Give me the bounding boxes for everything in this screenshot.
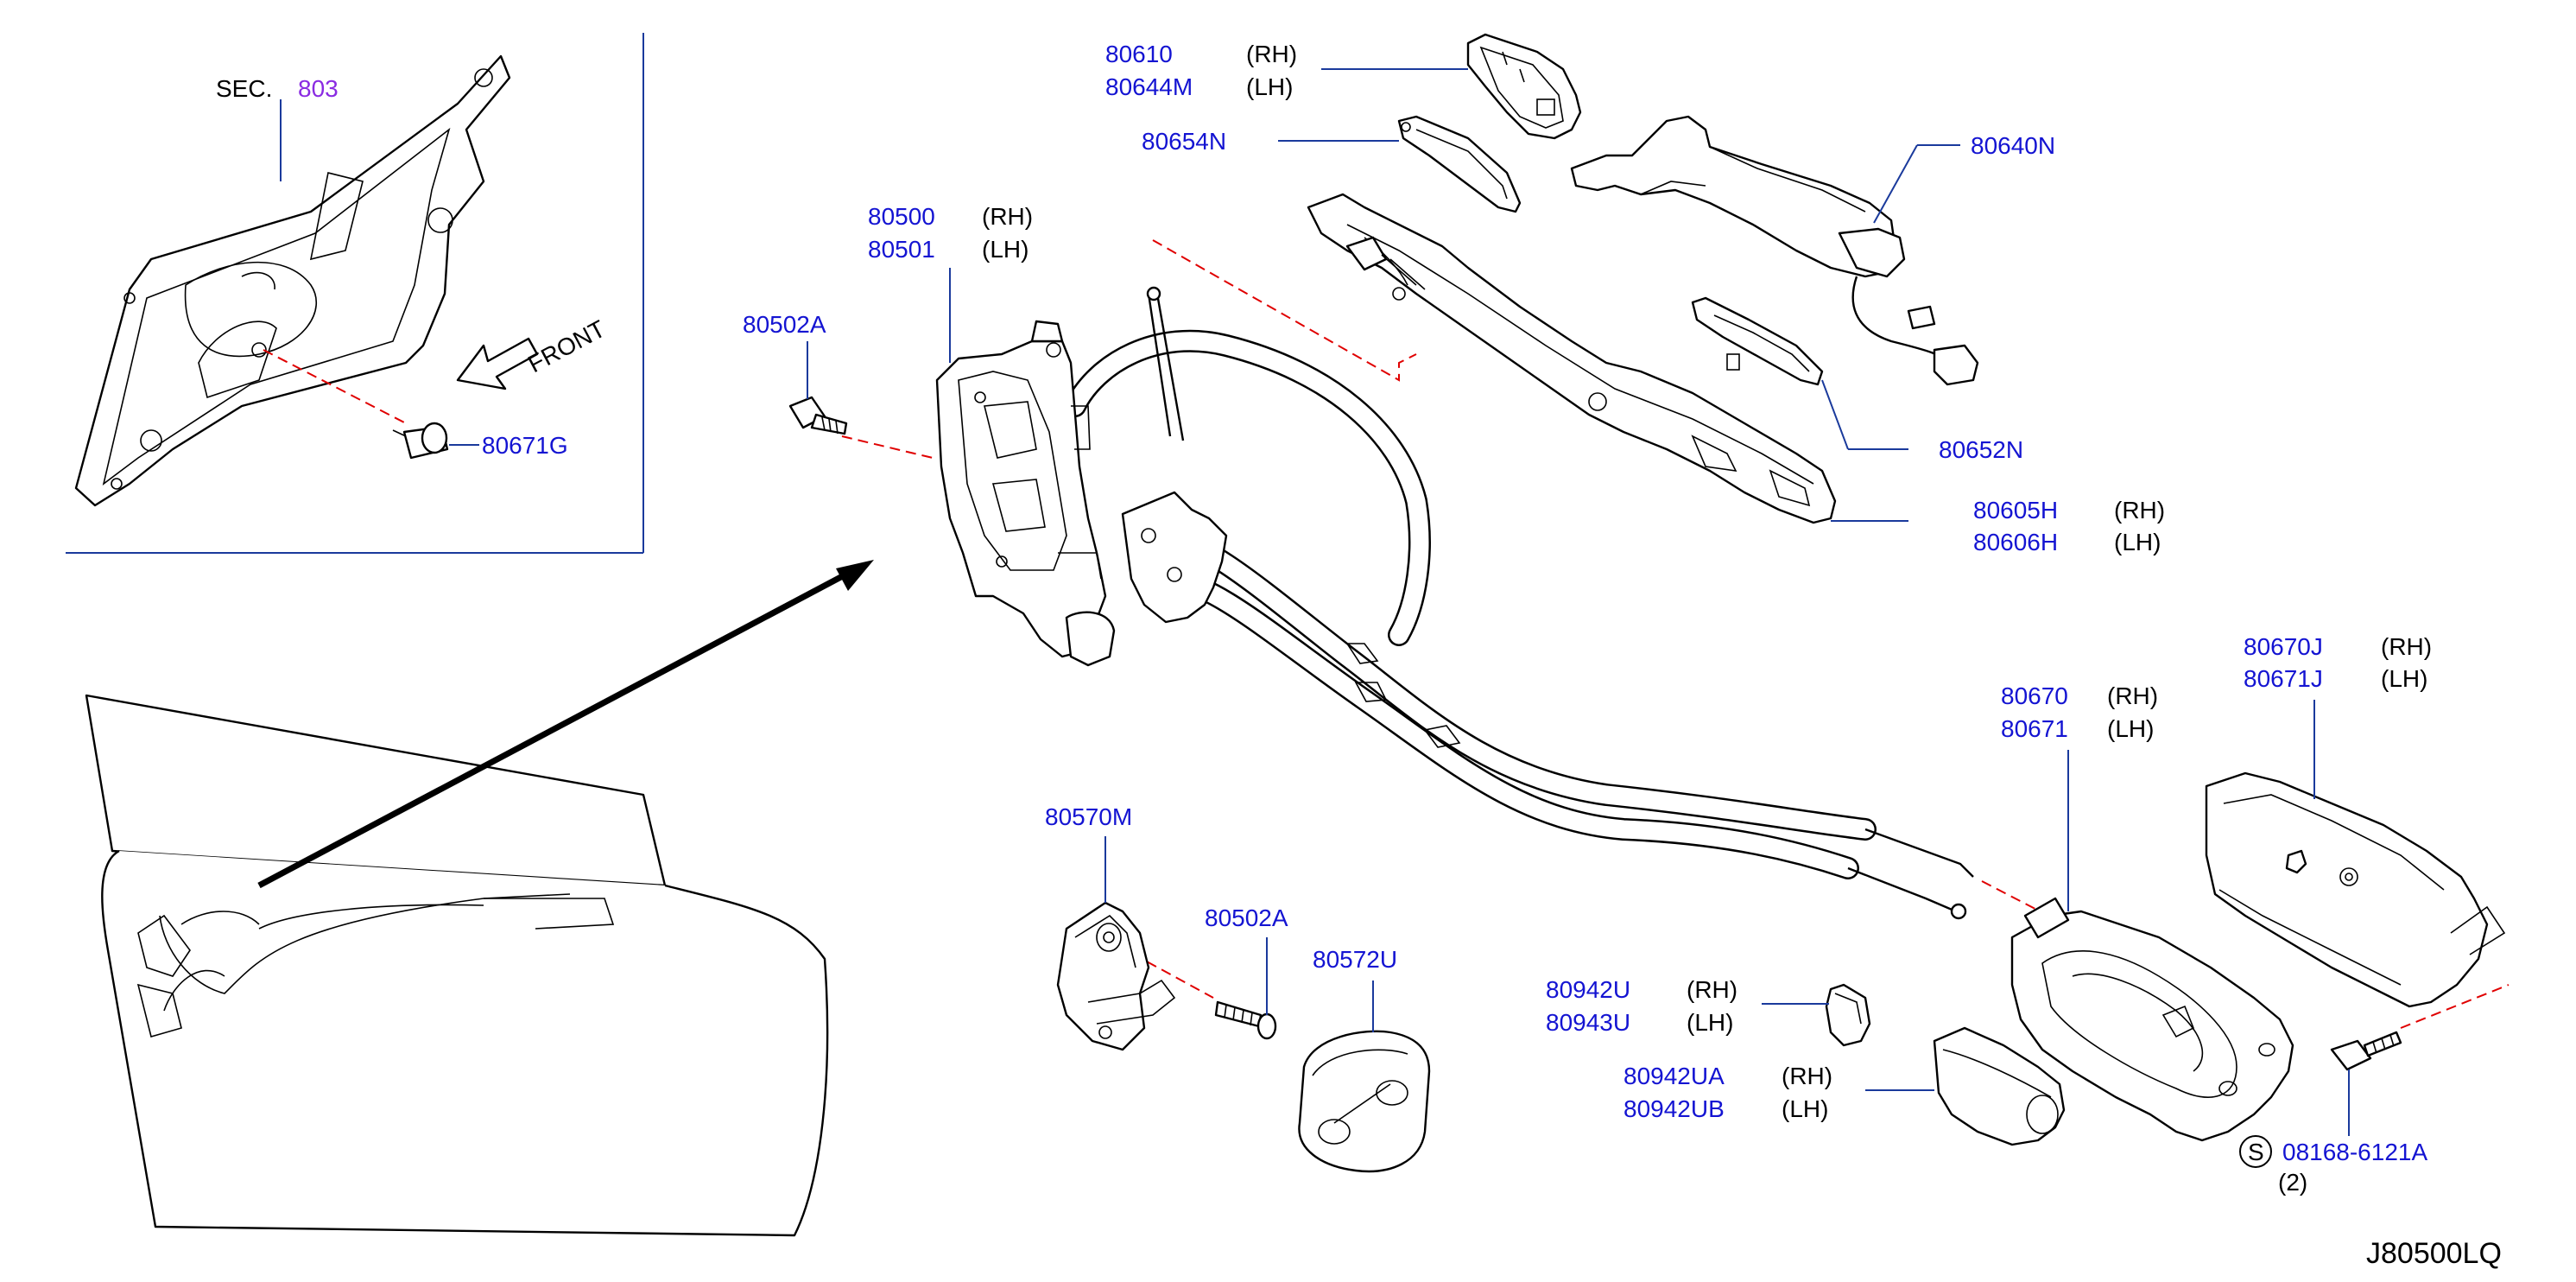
label-sec803: SEC. 803 xyxy=(216,75,339,102)
diagram-code: J80500LQ xyxy=(2366,1237,2502,1270)
leader-80671g-dash xyxy=(263,349,407,424)
screw-quantity: (2) xyxy=(2278,1169,2307,1196)
pn-80670[interactable]: 80670 xyxy=(2001,682,2068,709)
side-80943u: (LH) xyxy=(1687,1009,1733,1036)
side-80942u: (RH) xyxy=(1687,976,1737,1003)
side-80644m: (LH) xyxy=(1246,73,1293,100)
leader-handle-dash xyxy=(1152,239,1417,382)
front-label: FRONT xyxy=(523,315,610,378)
pn-80943u[interactable]: 80943U xyxy=(1546,1009,1630,1036)
clip-80671g xyxy=(392,422,449,460)
pn-80671j[interactable]: 80671J xyxy=(2244,665,2323,692)
leader-80502a-dash xyxy=(841,435,934,459)
pn-80942ua[interactable]: 80942UA xyxy=(1623,1063,1725,1089)
pointer-arrow-line xyxy=(257,568,852,889)
side-80501: (LH) xyxy=(982,236,1029,263)
pn-80671[interactable]: 80671 xyxy=(2001,715,2068,742)
side-80670: (RH) xyxy=(2107,682,2158,709)
pn-80610[interactable]: 80610 xyxy=(1105,41,1173,67)
pn-80570m[interactable]: 80570M xyxy=(1045,803,1132,830)
pn-80501[interactable]: 80501 xyxy=(868,236,935,263)
cable-bracket xyxy=(1121,491,1228,624)
pn-80500[interactable]: 80500 xyxy=(868,203,935,230)
handle-finisher xyxy=(1933,1026,2066,1146)
inside-handle-bracket xyxy=(2205,771,2506,1008)
striker-cover xyxy=(1298,1030,1431,1173)
side-80671j: (LH) xyxy=(2381,665,2427,692)
door-lock-actuator xyxy=(935,320,1116,667)
pn-80654n[interactable]: 80654N xyxy=(1142,128,1226,155)
pn-80640n[interactable]: 80640N xyxy=(1971,132,2055,159)
pn-80605h[interactable]: 80605H xyxy=(1973,497,2058,524)
side-80605h: (RH) xyxy=(2114,497,2165,524)
cable-bundle xyxy=(1064,286,1974,920)
leader-80652n xyxy=(1821,379,1849,450)
side-80606h: (LH) xyxy=(2114,529,2161,555)
pn-80644m[interactable]: 80644M xyxy=(1105,73,1193,100)
striker xyxy=(1056,901,1176,1051)
side-80671: (LH) xyxy=(2107,715,2154,742)
pn-80502a-bottom[interactable]: 80502A xyxy=(1205,904,1288,931)
pn-08168[interactable]: 08168-6121A xyxy=(2282,1139,2427,1165)
side-80942ub: (LH) xyxy=(1782,1095,1828,1122)
side-80610: (RH) xyxy=(1246,41,1297,67)
section-number[interactable]: 803 xyxy=(298,75,339,102)
screw-symbol: S xyxy=(2239,1135,2272,1168)
pn-80671g[interactable]: 80671G xyxy=(482,432,568,459)
pn-80652n[interactable]: 80652N xyxy=(1939,436,2023,463)
pn-80942u[interactable]: 80942U xyxy=(1546,976,1630,1003)
side-80942ua: (RH) xyxy=(1782,1063,1832,1089)
screw-symbol-letter: S xyxy=(2248,1139,2264,1165)
pn-80942ub[interactable]: 80942UB xyxy=(1623,1095,1725,1122)
outside-handle xyxy=(1570,115,1979,386)
pn-80606h[interactable]: 80606H xyxy=(1973,529,2058,555)
leader-screw-dash xyxy=(2400,984,2510,1029)
handle-gasket xyxy=(1397,115,1522,213)
bolt-80502a-top xyxy=(788,396,848,435)
side-80670j: (RH) xyxy=(2381,633,2432,660)
rear-gasket xyxy=(1691,296,1824,386)
door-module-panel xyxy=(74,54,511,507)
leader-80640n xyxy=(1873,144,1918,224)
handle-cap xyxy=(1825,983,1871,1047)
section-prefix: SEC. xyxy=(216,75,272,102)
screw-80502a-bottom xyxy=(1214,1000,1277,1040)
inside-handle xyxy=(2010,897,2294,1142)
inset-frame xyxy=(66,33,644,554)
pointer-arrow-head xyxy=(836,560,874,591)
screw-08168 xyxy=(2330,1031,2402,1071)
pn-80502a-top[interactable]: 80502A xyxy=(743,311,826,338)
handle-escutcheon xyxy=(1466,33,1582,140)
side-80500: (RH) xyxy=(982,203,1033,230)
pn-80670j[interactable]: 80670J xyxy=(2244,633,2323,660)
front-arrow xyxy=(456,337,539,390)
pn-80572u[interactable]: 80572U xyxy=(1313,946,1397,973)
handle-bracket xyxy=(1307,193,1837,524)
door-outline xyxy=(85,694,829,1237)
